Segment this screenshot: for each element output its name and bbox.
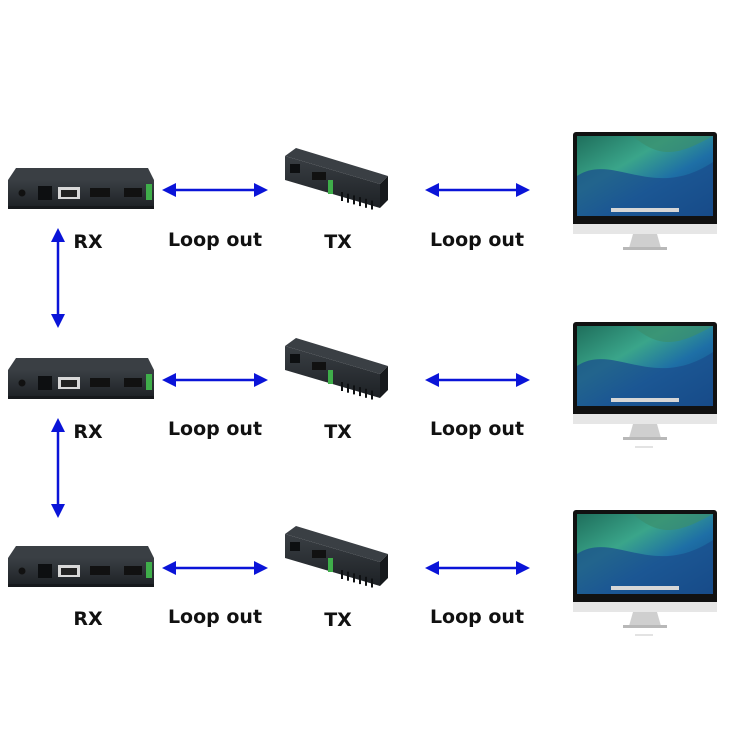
loop-out-right-label-row-2: Loop out — [429, 418, 525, 440]
monitor-icon-row-1 — [573, 132, 717, 250]
tx-label-row-1: TX — [324, 231, 352, 253]
arrow-tx-monitor-row-3 — [425, 561, 530, 575]
arrow-rx-tx-row-1 — [162, 183, 268, 197]
loop-out-left-label-row-3: Loop out — [167, 606, 263, 628]
rx-label-row-1: RX — [73, 231, 103, 253]
transmitter-box-icon-row-3 — [285, 526, 388, 588]
rx-label-row-2: RX — [73, 421, 103, 443]
arrow-rx2-rx3 — [51, 418, 65, 518]
receiver-box-icon-row-1 — [8, 168, 154, 209]
arrow-rx1-rx2 — [51, 228, 65, 328]
arrow-tx-monitor-row-1 — [425, 183, 530, 197]
transmitter-box-icon-row-2 — [285, 338, 388, 400]
tx-label-row-2: TX — [324, 421, 352, 443]
loop-out-right-label-row-3: Loop out — [429, 606, 525, 628]
loop-out-right-label-row-1: Loop out — [429, 229, 525, 251]
loop-out-left-label-row-1: Loop out — [167, 229, 263, 251]
arrow-rx-tx-row-3 — [162, 561, 268, 575]
arrow-tx-monitor-row-2 — [425, 373, 530, 387]
monitor-icon-row-3 — [573, 510, 717, 636]
transmitter-box-icon-row-1 — [285, 148, 388, 210]
loop-out-left-label-row-2: Loop out — [167, 418, 263, 440]
tx-label-row-3: TX — [324, 609, 352, 631]
arrow-rx-tx-row-2 — [162, 373, 268, 387]
receiver-box-icon-row-3 — [8, 546, 154, 587]
receiver-box-icon-row-2 — [8, 358, 154, 399]
rx-label-row-3: RX — [73, 608, 103, 630]
monitor-icon-row-2 — [573, 322, 717, 448]
